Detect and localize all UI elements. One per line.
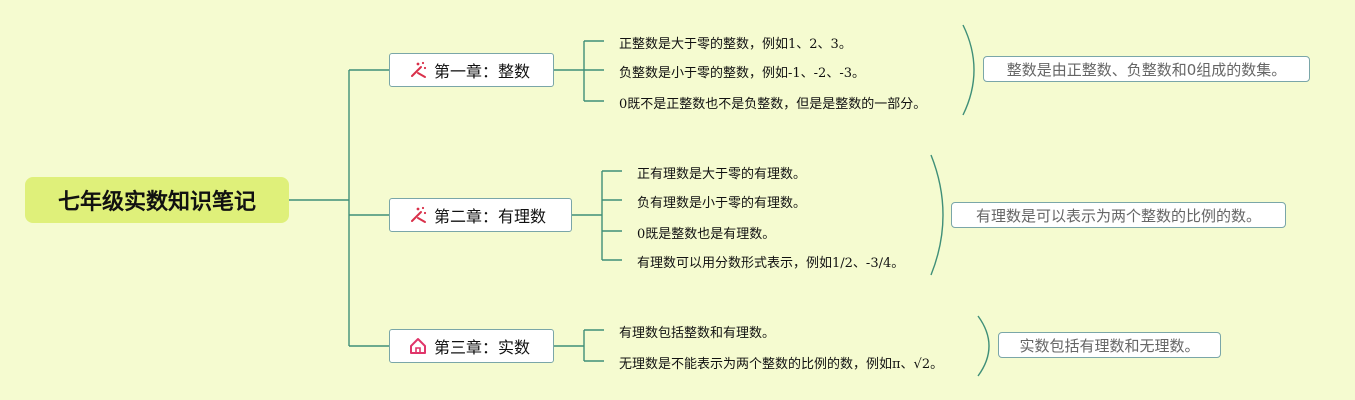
chapter-3-item: 无理数是不能表示为两个整数的比例的数，例如π、√2。 [619, 357, 944, 372]
chapter-2-item: 正有理数是大于零的有理数。 [637, 167, 807, 182]
root-topic[interactable]: 七年级实数知识笔记 [25, 177, 289, 223]
magic-wand-icon [408, 60, 428, 80]
chapter-1-item: 正整数是大于零的整数，例如1、2、3。 [619, 37, 852, 52]
summary-brace-ch2 [930, 154, 944, 276]
chapter-1-summary-text: 整数是由正整数、负整数和0组成的数集。 [1006, 60, 1287, 79]
chapter-3-label: 第三章：实数 [434, 338, 531, 357]
chapter-2-label: 第二章：有理数 [434, 207, 547, 226]
summary-brace-ch3 [977, 315, 990, 377]
chapter-1-summary[interactable]: 整数是由正整数、负整数和0组成的数集。 [983, 56, 1310, 82]
chapter-1-label: 第一章：整数 [434, 62, 531, 81]
chapter-3-summary-text: 实数包括有理数和无理数。 [1019, 336, 1200, 355]
chapter-2-item: 有理数可以用分数形式表示，例如1/2、-3/4。 [637, 256, 905, 271]
chapter-2-item: 负有理数是小于零的有理数。 [637, 196, 807, 211]
chapter-2-item: 0既是整数也是有理数。 [637, 227, 776, 242]
chapter-2-summary[interactable]: 有理数是可以表示为两个整数的比例的数。 [951, 202, 1286, 228]
chapter-2-node[interactable]: 第二章：有理数 [389, 198, 572, 232]
chapter-2-summary-text: 有理数是可以表示为两个整数的比例的数。 [975, 206, 1261, 225]
magic-wand-icon [408, 205, 428, 225]
chapter-1-item: 0既不是正整数也不是负整数，但是是整数的一部分。 [619, 97, 927, 112]
chapter-3-summary[interactable]: 实数包括有理数和无理数。 [998, 332, 1221, 358]
root-title: 七年级实数知识笔记 [57, 190, 256, 215]
chapter-1-item: 负整数是小于零的整数，例如-1、-2、-3。 [619, 66, 865, 81]
chapter-3-item: 有理数包括整数和有理数。 [619, 326, 776, 341]
summary-brace-ch1 [962, 24, 975, 116]
chapter-3-node[interactable]: 第三章：实数 [389, 329, 554, 363]
home-icon [408, 336, 428, 356]
chapter-1-node[interactable]: 第一章：整数 [389, 53, 554, 87]
